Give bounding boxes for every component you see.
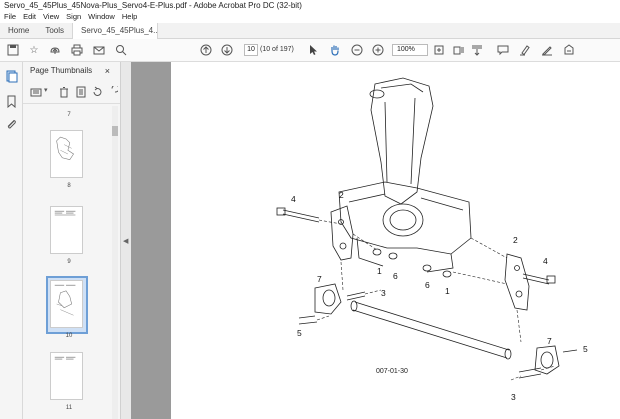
options-dropdown-icon[interactable]: ▾ [44,87,48,94]
page-number-input[interactable]: 10 [244,44,258,56]
menu-view[interactable]: View [43,12,60,21]
callout-6: 6 [425,280,430,290]
bookmark-icon[interactable] [5,95,18,109]
callout-4: 4 [543,256,548,266]
callout-3: 3 [381,288,386,298]
rotate-cw-icon[interactable] [106,84,120,98]
callout-3: 3 [511,392,516,402]
menu-help[interactable]: Help [121,12,138,21]
fill-sign-icon[interactable] [562,43,576,57]
navigation-rail [0,62,23,419]
callout-1: 1 [445,286,450,296]
document-viewer[interactable]: 4 2 1 6 2 4 6 1 7 3 5 7 5 3 007-01-30 [131,62,620,419]
page-count: (10 of 197) [260,46,294,53]
menu-file[interactable]: File [4,12,17,21]
zoom-out-icon[interactable] [350,43,364,57]
menu-window[interactable]: Window [88,12,115,21]
hand-icon[interactable] [328,43,342,57]
rotate-ccw-icon[interactable] [91,86,103,98]
options-menu-icon[interactable] [30,86,42,98]
page-up-icon[interactable] [199,43,213,57]
highlight-icon[interactable] [518,43,532,57]
thumbnail-label: 9 [67,259,71,265]
window-title: Servo_45_45Plus_45Nova-Plus_Servo4-E-Plu… [0,0,620,11]
thumbnail-label: 8 [67,183,71,189]
attachment-icon[interactable] [5,118,18,131]
callout-5: 5 [583,344,588,354]
panel-close-button[interactable]: × [104,66,110,76]
star-icon[interactable]: ☆ [29,44,39,56]
thumbnail-label: 10 [65,333,73,339]
callout-5: 5 [297,328,302,338]
page-display-icon[interactable] [452,43,466,57]
thumbnail-label: 7 [67,112,71,118]
save-icon[interactable] [6,43,20,57]
scroll-mode-icon[interactable] [470,43,484,57]
upload-icon[interactable] [48,43,62,57]
extract-page-icon[interactable] [75,86,87,98]
exploded-parts-drawing [276,77,578,381]
toolbar: ☆ 10 (10 of 197) 100% [0,39,620,62]
mail-icon[interactable] [92,43,106,57]
menu-bar: File Edit View Sign Window Help [0,11,620,23]
tab-document-label: Servo_45_45Plus_4... [81,26,159,35]
tab-home[interactable]: Home [8,26,30,35]
sign-icon[interactable] [540,43,554,57]
page-down-icon[interactable] [220,43,234,57]
thumbnail-page-11[interactable] [50,352,83,400]
zoom-in-icon[interactable] [371,43,385,57]
fit-page-icon[interactable] [432,43,446,57]
callout-7: 7 [547,336,552,346]
figure-id: 007-01-30 [376,368,408,375]
callout-4: 4 [291,194,296,204]
callout-7: 7 [317,274,322,284]
callout-2: 2 [513,235,518,245]
tab-bar: Home Tools Servo_45_45Plus_4... × [0,23,620,39]
select-arrow-icon[interactable] [306,43,320,57]
panel-collapse-handle[interactable]: ◀ [121,62,131,419]
search-icon[interactable] [114,43,128,57]
comment-icon[interactable] [496,43,510,57]
thumbnail-page-8[interactable] [50,130,83,178]
page-thumbnails-icon[interactable] [5,70,18,83]
delete-page-icon[interactable] [58,86,70,98]
pdf-page: 4 2 1 6 2 4 6 1 7 3 5 7 5 3 007-01-30 [171,62,620,419]
callout-1: 1 [377,266,382,276]
callout-6: 6 [393,271,398,281]
thumbnail-page-10[interactable] [50,280,83,328]
panel-title: Page Thumbnails [30,66,93,75]
tab-tools[interactable]: Tools [45,26,65,35]
chevron-left-icon: ◀ [123,238,129,245]
zoom-level-select[interactable]: 100% [392,44,428,56]
page-thumbnails-panel: Page Thumbnails × ▾ 7 8 9 10 11 [23,62,121,419]
thumbnail-label: 11 [65,405,73,411]
menu-edit[interactable]: Edit [23,12,37,21]
thumbnail-page-9[interactable] [50,206,83,254]
print-icon[interactable] [70,43,84,57]
callout-2: 2 [339,190,344,200]
tab-document[interactable]: Servo_45_45Plus_4... × [72,23,159,39]
thumbnail-scrollbar[interactable] [112,106,118,419]
menu-sign[interactable]: Sign [66,12,82,21]
